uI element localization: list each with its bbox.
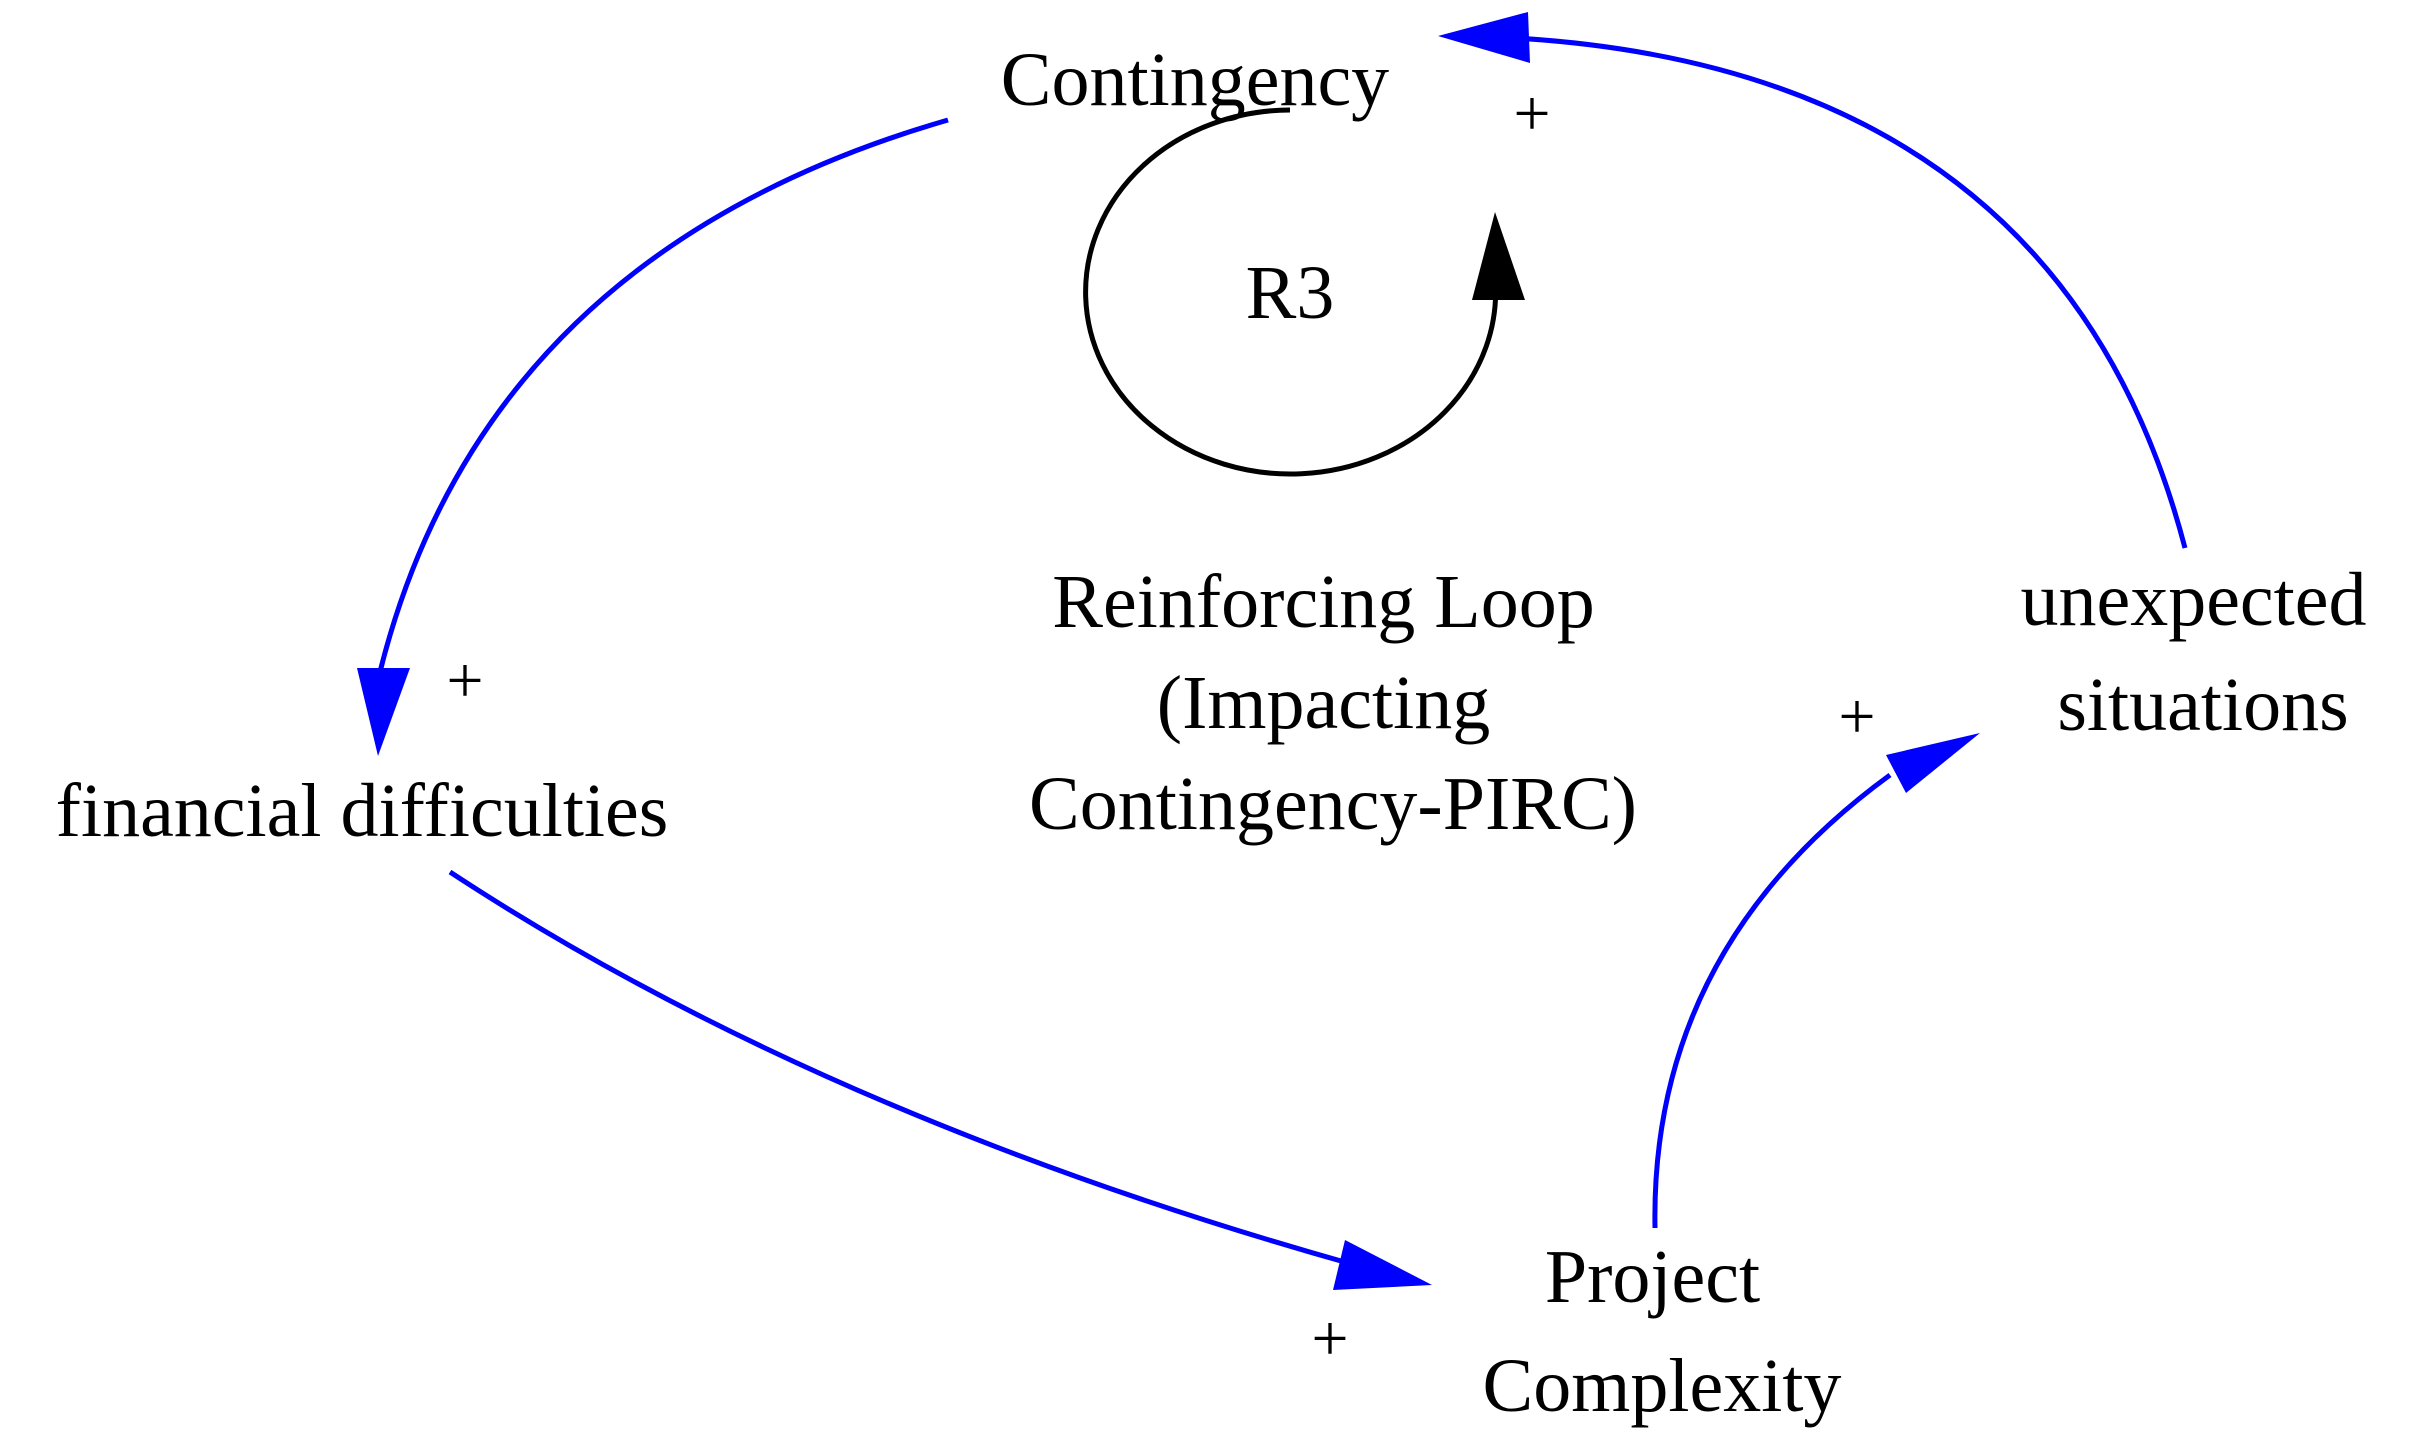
variable-contingency: Contingency — [1001, 38, 1389, 122]
polarity-financial-to-complexity: + — [1311, 1302, 1348, 1375]
arrowhead-financial-difficulties — [357, 668, 410, 756]
loop-id-label: R3 — [1246, 251, 1335, 335]
variable-project-complexity-line-1: Project — [1545, 1235, 1760, 1319]
arrowhead-unexpected-situations — [1886, 733, 1980, 793]
loop-marker-arc — [1083, 107, 1499, 477]
link-financial-difficulties-to-project-complexity — [448, 869, 1356, 1268]
polarity-unexpected-to-contingency: + — [1513, 77, 1550, 150]
arrowhead-project-complexity — [1333, 1240, 1432, 1290]
variable-unexpected-situations-line-1: unexpected — [2020, 558, 2366, 642]
loop-marker-arrowhead — [1472, 212, 1525, 300]
variable-unexpected-situations-line-2: situations — [2057, 663, 2348, 747]
variable-financial-difficulties: financial difficulties — [56, 769, 669, 853]
polarity-complexity-to-unexpected: + — [1838, 680, 1875, 753]
variable-unexpected-situations: unexpected situations — [2020, 558, 2385, 747]
polarity-contingency-to-financial: + — [446, 644, 483, 717]
variable-project-complexity-line-2: Complexity — [1483, 1344, 1842, 1428]
link-contingency-to-financial-difficulties — [375, 117, 949, 681]
variable-project-complexity: Project Complexity — [1483, 1235, 1842, 1428]
arrowhead-contingency — [1438, 12, 1530, 63]
loop-description: Reinforcing Loop (Impacting Contingency-… — [1029, 560, 1637, 846]
link-project-complexity-to-unexpected-situations — [1652, 772, 1892, 1229]
loop-description-line-3: Contingency-PIRC) — [1029, 762, 1637, 846]
loop-description-line-1: Reinforcing Loop — [1052, 560, 1594, 644]
link-unexpected-situations-to-contingency — [1514, 35, 2188, 549]
loop-description-line-2: (Impacting — [1157, 661, 1490, 745]
